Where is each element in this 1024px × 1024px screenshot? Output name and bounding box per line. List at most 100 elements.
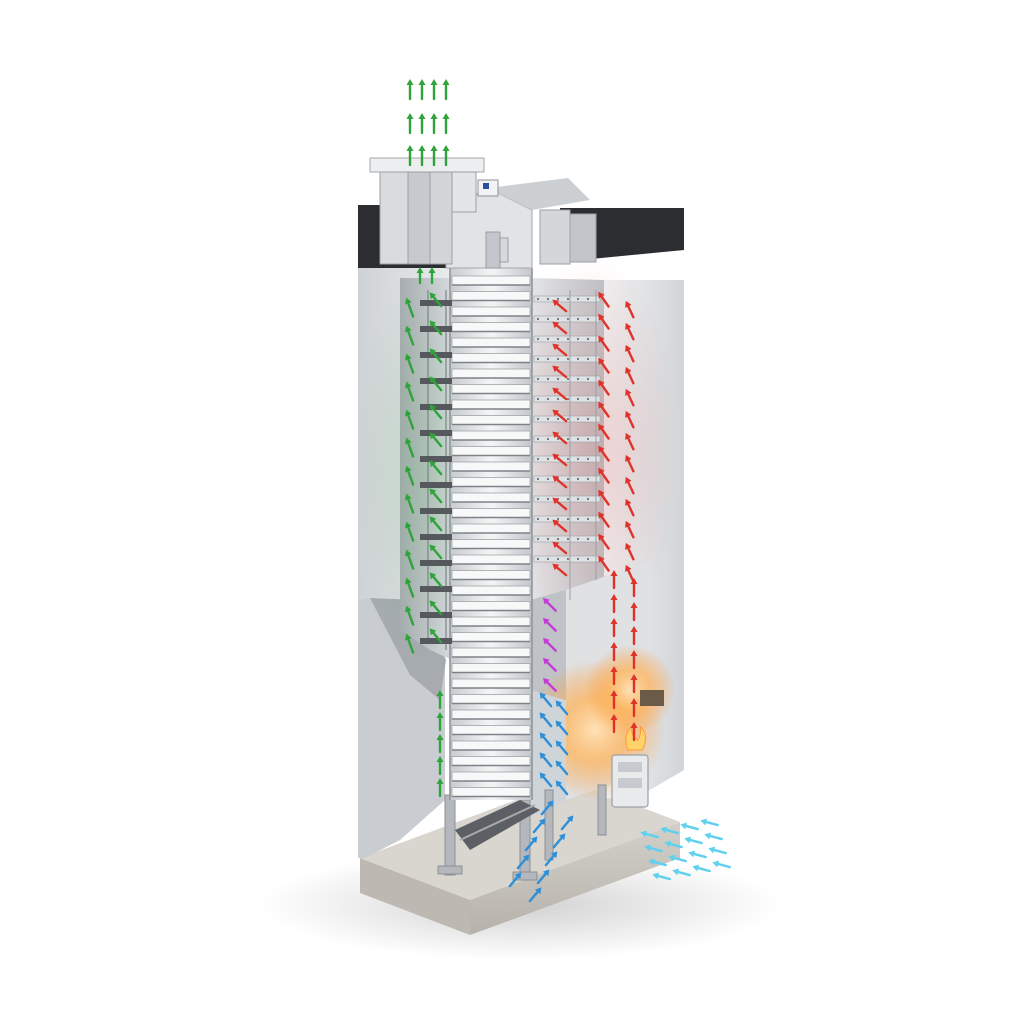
arrow-diagonal-icon xyxy=(680,822,699,831)
arrow-diagonal-icon xyxy=(625,410,635,429)
arrow-diagonal-icon xyxy=(542,597,557,612)
arrow-diagonal-icon xyxy=(668,854,687,863)
arrow-diagonal-icon xyxy=(625,366,635,385)
arrow-diagonal-icon xyxy=(552,519,568,533)
arrow-diagonal-icon xyxy=(664,840,683,849)
arrow-diagonal-icon xyxy=(429,432,443,448)
arrow-diagonal-icon xyxy=(524,836,538,852)
arrow-diagonal-icon xyxy=(625,454,635,473)
arrow-diagonal-icon xyxy=(405,521,415,542)
inspection-hatch xyxy=(640,690,664,706)
arrow-diagonal-icon xyxy=(625,344,635,363)
arrow-up-icon xyxy=(442,145,450,167)
arrow-up-icon xyxy=(630,626,638,646)
arrow-diagonal-icon xyxy=(508,872,522,888)
arrow-diagonal-icon xyxy=(625,432,635,451)
heated-air-arrows xyxy=(552,291,638,742)
arrow-up-icon xyxy=(610,714,618,734)
arrow-diagonal-icon xyxy=(405,605,415,626)
arrow-diagonal-icon xyxy=(516,854,530,870)
arrow-diagonal-icon xyxy=(625,300,635,319)
arrow-diagonal-icon xyxy=(712,860,731,869)
arrow-up-icon xyxy=(442,113,450,135)
arrow-diagonal-icon xyxy=(660,826,679,835)
arrow-diagonal-icon xyxy=(644,844,663,853)
arrow-diagonal-icon xyxy=(539,712,553,728)
sensor-badge xyxy=(483,183,489,189)
arrow-diagonal-icon xyxy=(552,475,568,489)
arrow-diagonal-icon xyxy=(405,353,415,374)
arrow-diagonal-icon xyxy=(625,542,635,561)
arrow-diagonal-icon xyxy=(625,498,635,517)
arrow-diagonal-icon xyxy=(429,544,443,560)
arrow-diagonal-icon xyxy=(598,511,610,528)
arrow-up-icon xyxy=(630,674,638,694)
arrow-diagonal-icon xyxy=(429,600,443,616)
arrow-diagonal-icon xyxy=(544,851,558,867)
arrow-diagonal-icon xyxy=(429,516,443,532)
arrow-diagonal-icon xyxy=(429,404,443,420)
ambient-intake-arrows xyxy=(640,818,731,881)
arrow-diagonal-icon xyxy=(429,460,443,476)
arrow-diagonal-icon xyxy=(405,577,415,598)
arrow-diagonal-icon xyxy=(704,832,723,841)
arrow-diagonal-icon xyxy=(555,780,569,796)
burner-unit xyxy=(611,724,649,808)
arrow-diagonal-icon xyxy=(598,533,610,550)
arrow-up-icon xyxy=(442,79,450,101)
arrow-diagonal-icon xyxy=(542,657,557,672)
arrow-diagonal-icon xyxy=(405,633,415,654)
cooling-air-arrows xyxy=(508,692,574,903)
arrow-up-icon xyxy=(428,267,436,285)
arrow-diagonal-icon xyxy=(552,453,568,467)
arrow-diagonal-icon xyxy=(552,497,568,511)
arrow-diagonal-icon xyxy=(405,493,415,514)
arrow-up-icon xyxy=(406,79,414,101)
arrow-diagonal-icon xyxy=(598,379,610,396)
arrow-diagonal-icon xyxy=(539,732,553,748)
arrow-diagonal-icon xyxy=(539,752,553,768)
arrow-up-icon xyxy=(430,79,438,101)
arrow-diagonal-icon xyxy=(648,858,667,867)
arrow-diagonal-icon xyxy=(598,335,610,352)
arrow-up-icon xyxy=(436,756,444,776)
arrow-up-icon xyxy=(436,712,444,732)
arrow-up-icon xyxy=(430,145,438,167)
arrow-up-icon xyxy=(406,113,414,135)
arrow-diagonal-icon xyxy=(532,818,546,834)
arrow-diagonal-icon xyxy=(555,740,569,756)
arrow-up-icon xyxy=(610,570,618,590)
flame-icon xyxy=(625,724,646,751)
arrow-diagonal-icon xyxy=(692,864,711,873)
heat-fan-housings xyxy=(539,209,597,265)
arrow-diagonal-icon xyxy=(552,409,568,423)
arrow-diagonal-icon xyxy=(542,617,557,632)
arrow-up-icon xyxy=(418,79,426,101)
arrow-diagonal-icon xyxy=(652,872,671,881)
arrow-diagonal-icon xyxy=(598,401,610,418)
arrow-up-icon xyxy=(436,778,444,798)
arrow-up-icon xyxy=(430,113,438,135)
arrow-up-icon xyxy=(630,602,638,622)
arrow-diagonal-icon xyxy=(405,297,415,318)
arrow-diagonal-icon xyxy=(598,445,610,462)
arrow-diagonal-icon xyxy=(540,800,554,816)
arrow-up-icon xyxy=(630,698,638,718)
arrow-diagonal-icon xyxy=(429,376,443,392)
arrow-diagonal-icon xyxy=(560,815,574,831)
arrow-diagonal-icon xyxy=(640,830,659,839)
arrow-up-icon xyxy=(610,666,618,686)
arrow-diagonal-icon xyxy=(536,869,550,885)
arrow-up-icon xyxy=(436,690,444,710)
arrow-diagonal-icon xyxy=(552,365,568,379)
arrow-diagonal-icon xyxy=(429,572,443,588)
arrow-diagonal-icon xyxy=(405,437,415,458)
arrow-diagonal-icon xyxy=(552,321,568,335)
arrow-up-icon xyxy=(610,618,618,638)
arrow-diagonal-icon xyxy=(625,476,635,495)
arrow-diagonal-icon xyxy=(598,555,610,572)
arrow-up-icon xyxy=(418,113,426,135)
arrow-diagonal-icon xyxy=(405,325,415,346)
